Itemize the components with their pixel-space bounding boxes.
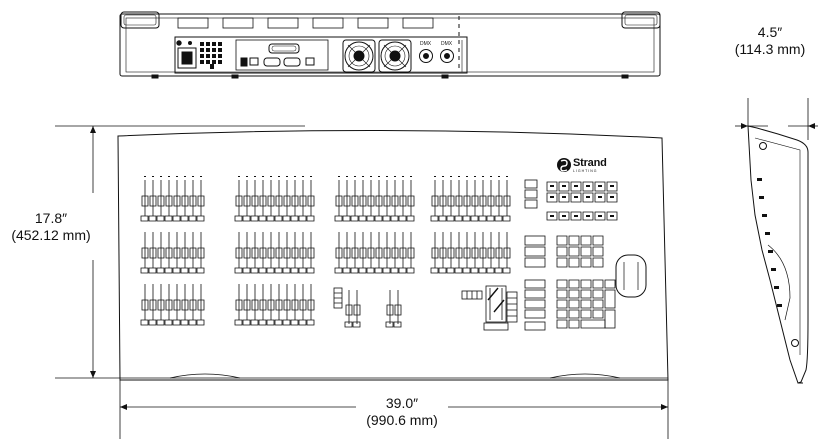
switch-block [200, 42, 222, 69]
console-top-outline [117, 129, 669, 381]
mid-key-block [556, 235, 604, 268]
bank1-row3 [140, 284, 205, 326]
bank4-row1 [430, 180, 511, 222]
height-dimension: 17.8″ (452.12 mm) [0, 210, 102, 244]
side-screw-bottom [791, 339, 799, 347]
bank3-row2 [334, 232, 415, 274]
side-profile-outline [747, 125, 809, 384]
key-legend-marks [550, 185, 614, 217]
bank2-row2 [234, 232, 315, 274]
fader-bank-2 [234, 176, 315, 326]
side-view [747, 125, 809, 384]
side-screw-top [759, 142, 767, 150]
front-view [117, 129, 669, 381]
bank1-row2 [140, 232, 205, 274]
bank3-row1 [334, 180, 415, 222]
cooling-fan-right [378, 39, 412, 73]
trackball [615, 254, 647, 298]
fader-bank-4 [430, 176, 511, 274]
height-imperial: 17.8″ [34, 210, 68, 226]
dmx-label-left: DMX [420, 41, 432, 47]
bank4-row2 [430, 232, 511, 274]
playback-section [461, 285, 518, 331]
dimension-lines [55, 98, 818, 439]
dmx-label-right: DMX [441, 41, 453, 47]
depth-imperial: 4.5″ [757, 24, 783, 40]
soft-key-rows [546, 181, 618, 221]
height-metric: (452.12 mm) [11, 227, 91, 243]
strand-logo-icon [557, 158, 571, 172]
db25-connector [268, 43, 300, 54]
rear-handle-right [621, 11, 661, 29]
fader-bank-3 [334, 176, 415, 274]
brand-logo: Strand LIGHTING [573, 157, 607, 173]
brand-subtitle: LIGHTING [573, 169, 598, 173]
rear-io-panel [174, 36, 468, 74]
fader-bank-1 [140, 176, 205, 326]
power-inlet [177, 47, 197, 69]
rear-panel-outline [119, 13, 661, 77]
dmx-connector-right [440, 49, 454, 63]
rear-vents [177, 17, 434, 29]
bank2-row1 [234, 180, 315, 222]
side-fader-notches [757, 178, 782, 307]
connector-subpanel [235, 39, 329, 71]
bank1-row1 [140, 180, 205, 222]
button-column [524, 179, 546, 331]
key-grid [546, 181, 618, 329]
width-imperial: 39.0″ [385, 395, 419, 411]
brand-name: Strand [573, 157, 607, 169]
depth-metric: (114.3 mm) [734, 41, 806, 57]
rear-handle-left [120, 11, 160, 29]
numeric-keypad [556, 279, 616, 329]
bank2-row3 [234, 284, 315, 326]
depth-dimension: 4.5″ (114.3 mm) [720, 24, 820, 58]
width-metric: (990.6 mm) [366, 412, 438, 428]
rear-view [119, 11, 661, 79]
dmx-connector-left [419, 49, 433, 63]
dimension-arrowheads [90, 123, 815, 410]
width-dimension: 39.0″ (990.6 mm) [352, 395, 452, 429]
cooling-fan-left [342, 39, 376, 73]
sub-master-faders [333, 287, 402, 328]
